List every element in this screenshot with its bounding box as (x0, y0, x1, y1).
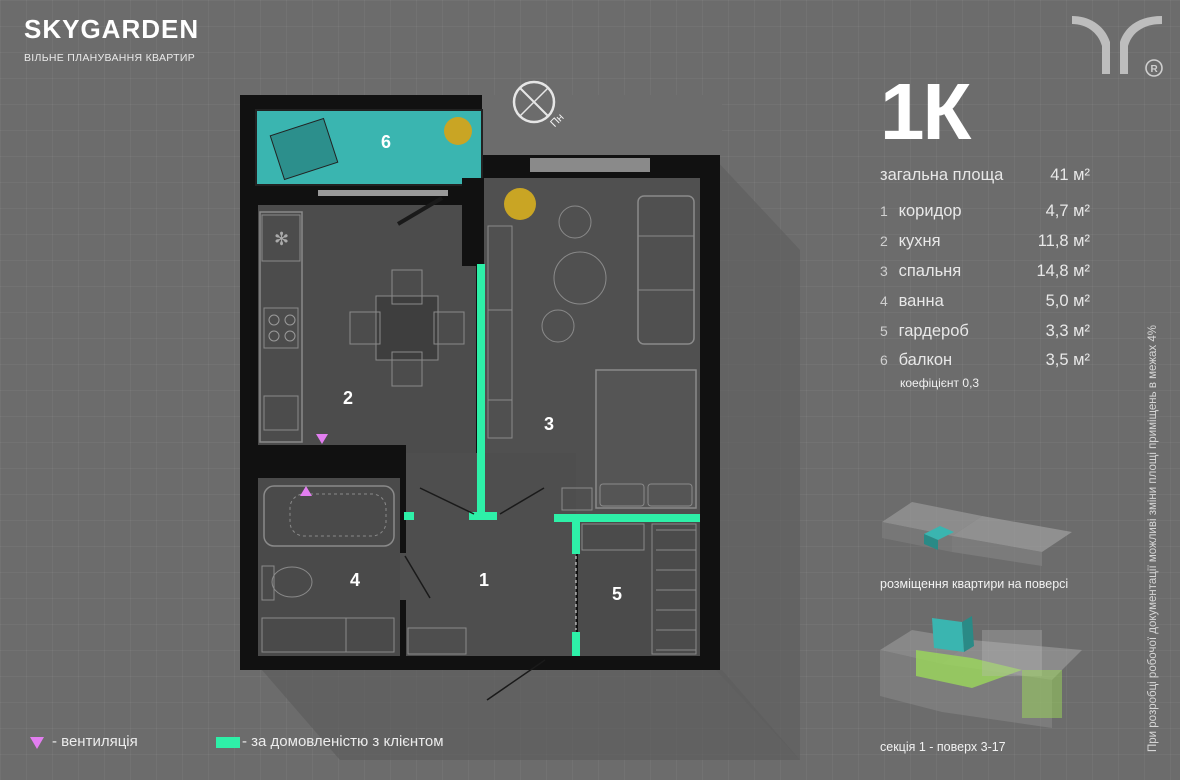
apartment-type: 1К (880, 67, 971, 156)
section-caption: секція 1 - поверх 3-17 (880, 740, 1006, 754)
side-note: При розробці робочої документації можлив… (1147, 325, 1159, 752)
room-area: 14,8 м² (1036, 262, 1090, 280)
svg-text:✻: ✻ (274, 229, 289, 249)
room-name: кухня (898, 232, 941, 250)
kitchen-floor (258, 205, 476, 453)
wardrobe-floor (578, 520, 700, 656)
optional-wall (469, 512, 497, 520)
optional-wall (572, 520, 580, 554)
room-number: 4 (880, 293, 888, 309)
bathroom-floor (258, 478, 400, 656)
room-name: гардероб (898, 322, 969, 340)
room-name: коридор (898, 202, 962, 220)
ventilation-legend-label: - вентиляція (52, 733, 138, 750)
section-building-map (880, 616, 1082, 728)
room-number: 5 (880, 323, 888, 339)
room-number: 6 (880, 352, 888, 368)
room-area: 3,3 м² (1045, 322, 1090, 340)
balcony-coefficient: коефіцієнт 0,3 (900, 376, 980, 390)
room-area: 4,7 м² (1045, 202, 1090, 220)
room-number: 1 (880, 203, 888, 219)
optional-wall (477, 264, 485, 516)
room-number: 2 (880, 233, 888, 249)
room-row: 4 ванна 5,0 м² (880, 292, 1090, 311)
ventilation-icon (316, 434, 328, 444)
total-area-row: загальна площа 41 м² (880, 166, 1090, 185)
room-name: ванна (898, 292, 944, 310)
optional-wall-legend-label: - за домовленістю з клієнтом (242, 733, 444, 750)
brand-subtitle: ВІЛЬНЕ ПЛАНУВАННЯ КВАРТИР (24, 52, 195, 64)
optional-wall (572, 632, 580, 656)
total-area-label: загальна площа (880, 166, 1004, 184)
room-row: 3 спальня 14,8 м² (880, 262, 1090, 281)
total-area-value: 41 м² (1050, 166, 1090, 184)
compass-icon (512, 80, 556, 124)
room-area: 11,8 м² (1037, 232, 1090, 250)
brand-logo-icon: R (1072, 16, 1163, 77)
corridor-floor (400, 453, 576, 656)
room-name: балкон (898, 351, 953, 369)
room-label: 2 (343, 388, 353, 408)
optional-wall (554, 514, 700, 522)
room-label: 5 (612, 584, 622, 604)
svg-text:R: R (1151, 64, 1159, 75)
room-area: 5,0 м² (1045, 292, 1090, 310)
plant-icon (504, 188, 536, 220)
floor-location-map (882, 502, 1072, 566)
brand-title: SKYGARDEN (24, 14, 200, 44)
room-row: 1 коридор 4,7 м² (880, 202, 1090, 221)
room-number: 3 (880, 263, 888, 279)
room-area: 3,5 м² (1045, 351, 1090, 369)
floor-location-caption: розміщення квартири на поверсі (880, 577, 1069, 591)
room-label: 6 (381, 132, 391, 152)
room-row: 6 балкон 3,5 м² (880, 351, 1090, 370)
ventilation-legend-icon (30, 737, 44, 749)
room-label: 3 (544, 414, 554, 434)
room-label: 4 (350, 570, 360, 590)
room-row: 2 кухня 11,8 м² (880, 232, 1090, 251)
room-name: спальня (898, 262, 962, 280)
ventilation-icon (300, 486, 312, 496)
optional-wall (404, 512, 414, 520)
room-row: 5 гардероб 3,3 м² (880, 322, 1090, 341)
room-label: 1 (479, 570, 489, 590)
optional-wall-legend-swatch (216, 737, 240, 748)
